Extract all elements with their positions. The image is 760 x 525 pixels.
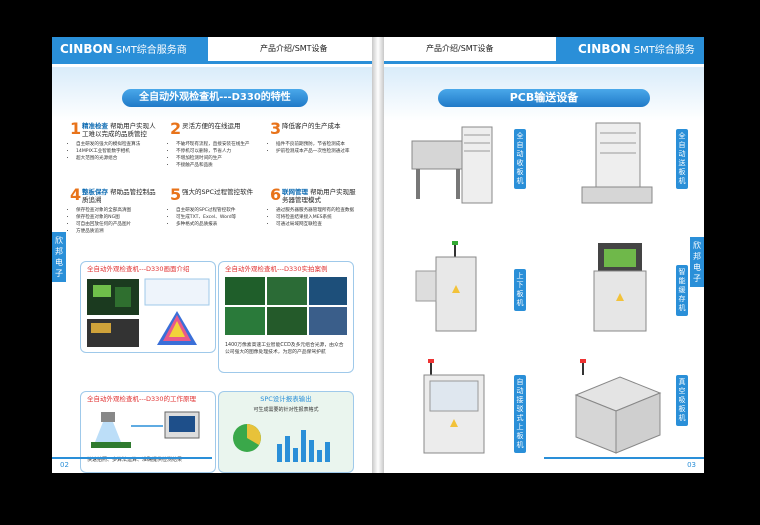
spc-subtitle: 可生成需要的针对性报表格式 <box>253 407 319 413</box>
pcb-photos <box>225 277 347 335</box>
panel-work-principle: 全自动外观检查机---D330的工作原理 快速拍照、多算法运算、准确提供检测结果 <box>80 391 216 473</box>
loader-machine-image <box>581 122 653 204</box>
feature-5: 5 强大的SPC过程管控软件 自主研发的SPC过程管控软件可生成TXT、Exce… <box>170 187 256 259</box>
book-gutter <box>372 37 384 473</box>
nav-breadcrumb: 产品介绍/SMT设备 <box>426 44 494 53</box>
unloader-machine-image <box>411 126 493 204</box>
feature-3: 3 降低客户的生产成本 插件不良前期预防，节省检测成本护前检测成本产品一次性检测… <box>270 121 356 193</box>
side-tab: 欣邦电子 <box>52 232 66 282</box>
screen-intro-illustration <box>87 278 210 347</box>
vacuum-loader-image <box>574 359 662 454</box>
nav-breadcrumb: 产品介绍/SMT设备 <box>260 44 328 53</box>
feature-2: 2 灵活方便的在线运用 不破坏现有流程，直接安装在线生产不停机可以删除，节省人力… <box>170 121 256 193</box>
real-case-caption: 1400万像素高速工业智能CCD及多元组合光源，由众合公司强大的图像处理技术，为… <box>225 343 344 355</box>
spc-report-illustration <box>233 424 330 462</box>
machine-label-5: 自动接驳式上板机 <box>514 375 526 453</box>
work-principle-caption: 快速拍照、多算法运算、准确提供检测结果 <box>87 457 183 463</box>
brand-name: CINBON <box>60 42 113 56</box>
header-stripe <box>52 61 372 64</box>
panel-real-case: 全自动外观检查机---D330实拍案例 1400万像素高速工业智能CCD及多元组… <box>218 261 354 373</box>
side-tab: 欣邦电子 <box>690 237 704 287</box>
feature-4: 4 整板保存 帮助品管控制品质追溯 保存检查对象的全部高清图保存检查对象的NG图… <box>70 187 156 259</box>
brand-subtitle: SMT综合服务商 <box>115 45 187 56</box>
footer-stripe <box>544 457 704 459</box>
smart-buffer-image <box>593 243 647 332</box>
machine-label-6: 真空吸板机 <box>676 375 688 426</box>
header-stripe <box>384 61 704 64</box>
page-number: 03 <box>687 461 696 469</box>
brand-name: CINBON <box>578 42 631 56</box>
machine-label-4: 智能缓存机 <box>676 265 688 316</box>
feature-1: 1 精准检查 帮助用户实现人工难以完成的品质管控 自主研发的强大的模拟检查算法1… <box>70 121 156 193</box>
work-principle-illustration <box>91 411 200 448</box>
feature-6: 6 联网管理 帮助用户实现服务器管理模式 通过服务器服务器管理所有的检查数据可将… <box>270 187 356 259</box>
panel-spc-report: SPC设计报表输出 可生成需要的针对性报表格式 <box>218 391 354 473</box>
up-down-loader-image <box>415 241 477 332</box>
footer-stripe <box>52 457 212 459</box>
machine-label-2: 全自动送板机 <box>676 129 688 189</box>
panel-screen-intro: 全自动外观检查机---D330画面介绍 <box>80 261 216 353</box>
machine-label-1: 全自动收板机 <box>514 129 526 189</box>
machine-label-3: 上下板机 <box>514 269 526 311</box>
page-number: 02 <box>60 461 69 469</box>
page-title: PCB输送设备 <box>438 89 650 107</box>
page-title: 全自动外观检查机---D330的特性 <box>122 89 308 107</box>
docking-loader-image <box>423 359 485 454</box>
